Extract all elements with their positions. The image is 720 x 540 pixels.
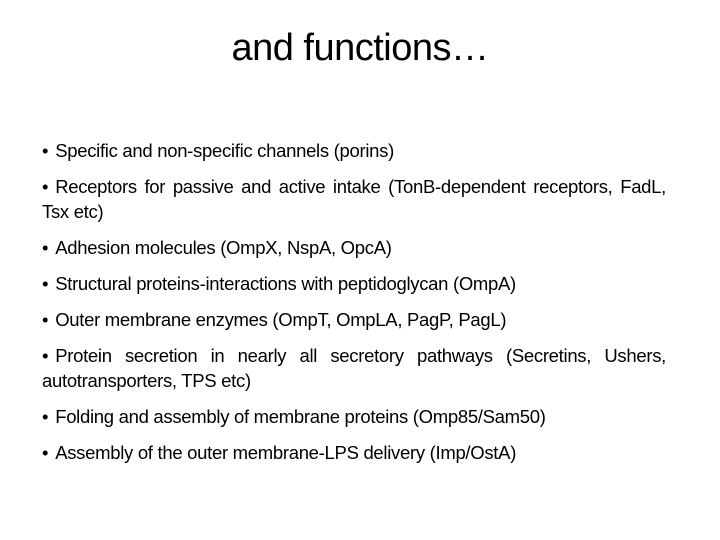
bullet-item: • Assembly of the outer membrane-LPS deli… — [42, 440, 666, 465]
bullet-item: •Receptors for passive and active intake… — [42, 174, 666, 224]
bullet-list: • Specific and non-specific channels (por… — [42, 138, 666, 465]
bullet-marker: • — [42, 441, 49, 463]
bullet-text: Assembly of the outer membrane-LPS deliv… — [55, 441, 517, 463]
bullet-text: Adhesion molecules (OmpX, NspA, OpcA) — [55, 236, 392, 258]
bullet-marker: • — [42, 139, 49, 161]
bullet-item: • Structural proteins-interactions with p… — [42, 271, 666, 296]
bullet-text: Structural proteins-interactions with pe… — [55, 272, 516, 294]
bullet-marker: • — [42, 236, 49, 258]
bullet-text: Protein secretion in nearly all secretor… — [42, 344, 666, 391]
bullet-item: • Folding and assembly of membrane protei… — [42, 404, 666, 429]
bullet-text: Folding and assembly of membrane protein… — [55, 405, 546, 427]
bullet-marker: • — [42, 175, 49, 197]
slide-title: and functions… — [231, 27, 489, 69]
bullet-marker: • — [42, 308, 49, 330]
bullet-item: • Specific and non-specific channels (por… — [42, 138, 666, 163]
bullet-marker: • — [42, 405, 49, 427]
bullet-item: • Adhesion molecules (OmpX, NspA, OpcA) — [42, 235, 666, 260]
bullet-item: • Outer membrane enzymes (OmpT, OmpLA, Pa… — [42, 307, 666, 332]
bullet-text: Receptors for passive and active intake … — [42, 175, 666, 222]
bullet-marker: • — [42, 272, 49, 294]
bullet-marker: • — [42, 344, 49, 366]
bullet-text: Outer membrane enzymes (OmpT, OmpLA, Pag… — [55, 308, 507, 330]
bullet-text: Specific and non-specific channels (pori… — [55, 139, 394, 161]
bullet-item: •Protein secretion in nearly all secreto… — [42, 343, 666, 393]
